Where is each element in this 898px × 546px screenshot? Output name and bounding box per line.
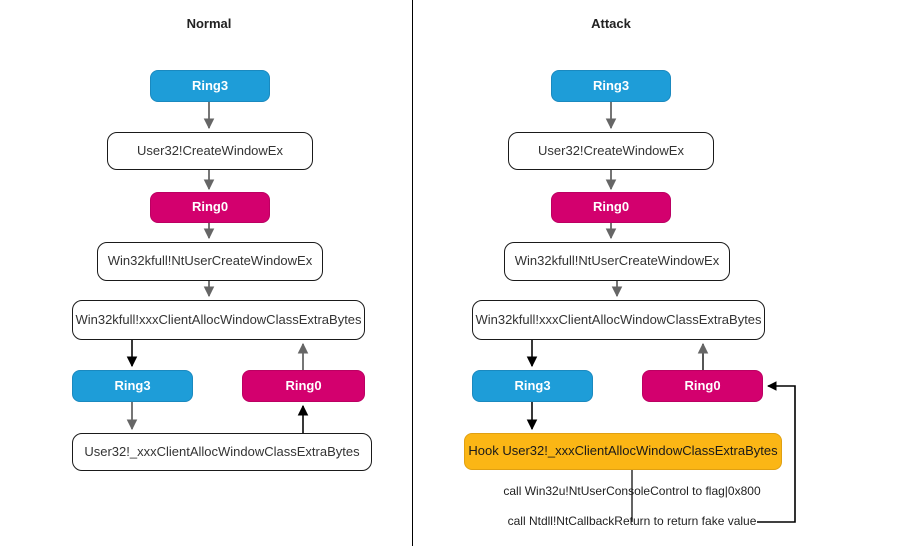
edge-label-consolecontrol: call Win32u!NtUserConsoleControl to flag… bbox=[503, 484, 761, 498]
node-attack-ring0-top[interactable]: Ring0 bbox=[551, 192, 671, 223]
node-normal-ring0-bottom[interactable]: Ring0 bbox=[242, 370, 365, 402]
attack-connectors bbox=[526, 102, 796, 523]
node-attack-hook-user32-xxxclientalloc[interactable]: Hook User32!_xxxClientAllocWindowClassEx… bbox=[464, 433, 782, 470]
node-normal-win32kfull-ntusercreatewindowex[interactable]: Win32kfull!NtUserCreateWindowEx bbox=[97, 242, 323, 281]
node-attack-ring0-bottom[interactable]: Ring0 bbox=[642, 370, 763, 402]
node-attack-win32kfull-xxxclientalloc[interactable]: Win32kfull!xxxClientAllocWindowClassExtr… bbox=[472, 300, 765, 340]
node-attack-ring3-bottom[interactable]: Ring3 bbox=[472, 370, 593, 402]
normal-connectors bbox=[126, 102, 309, 433]
panel-title-normal: Normal bbox=[186, 16, 232, 31]
node-normal-user32-createwindowex[interactable]: User32!CreateWindowEx bbox=[107, 132, 313, 170]
panel-title-attack: Attack bbox=[591, 16, 631, 31]
node-normal-ring3-bottom[interactable]: Ring3 bbox=[72, 370, 193, 402]
node-normal-user32-xxxclientalloc[interactable]: User32!_xxxClientAllocWindowClassExtraBy… bbox=[72, 433, 372, 471]
edge-label-callbackreturn: call Ntdll!NtCallbackReturn to return fa… bbox=[507, 514, 757, 528]
node-attack-ring3-top[interactable]: Ring3 bbox=[551, 70, 671, 102]
node-normal-ring3-top[interactable]: Ring3 bbox=[150, 70, 270, 102]
panel-divider bbox=[412, 0, 413, 546]
node-normal-win32kfull-xxxclientalloc[interactable]: Win32kfull!xxxClientAllocWindowClassExtr… bbox=[72, 300, 365, 340]
node-attack-user32-createwindowex[interactable]: User32!CreateWindowEx bbox=[508, 132, 714, 170]
node-attack-win32kfull-ntusercreatewindowex[interactable]: Win32kfull!NtUserCreateWindowEx bbox=[504, 242, 730, 281]
node-normal-ring0-top[interactable]: Ring0 bbox=[150, 192, 270, 223]
